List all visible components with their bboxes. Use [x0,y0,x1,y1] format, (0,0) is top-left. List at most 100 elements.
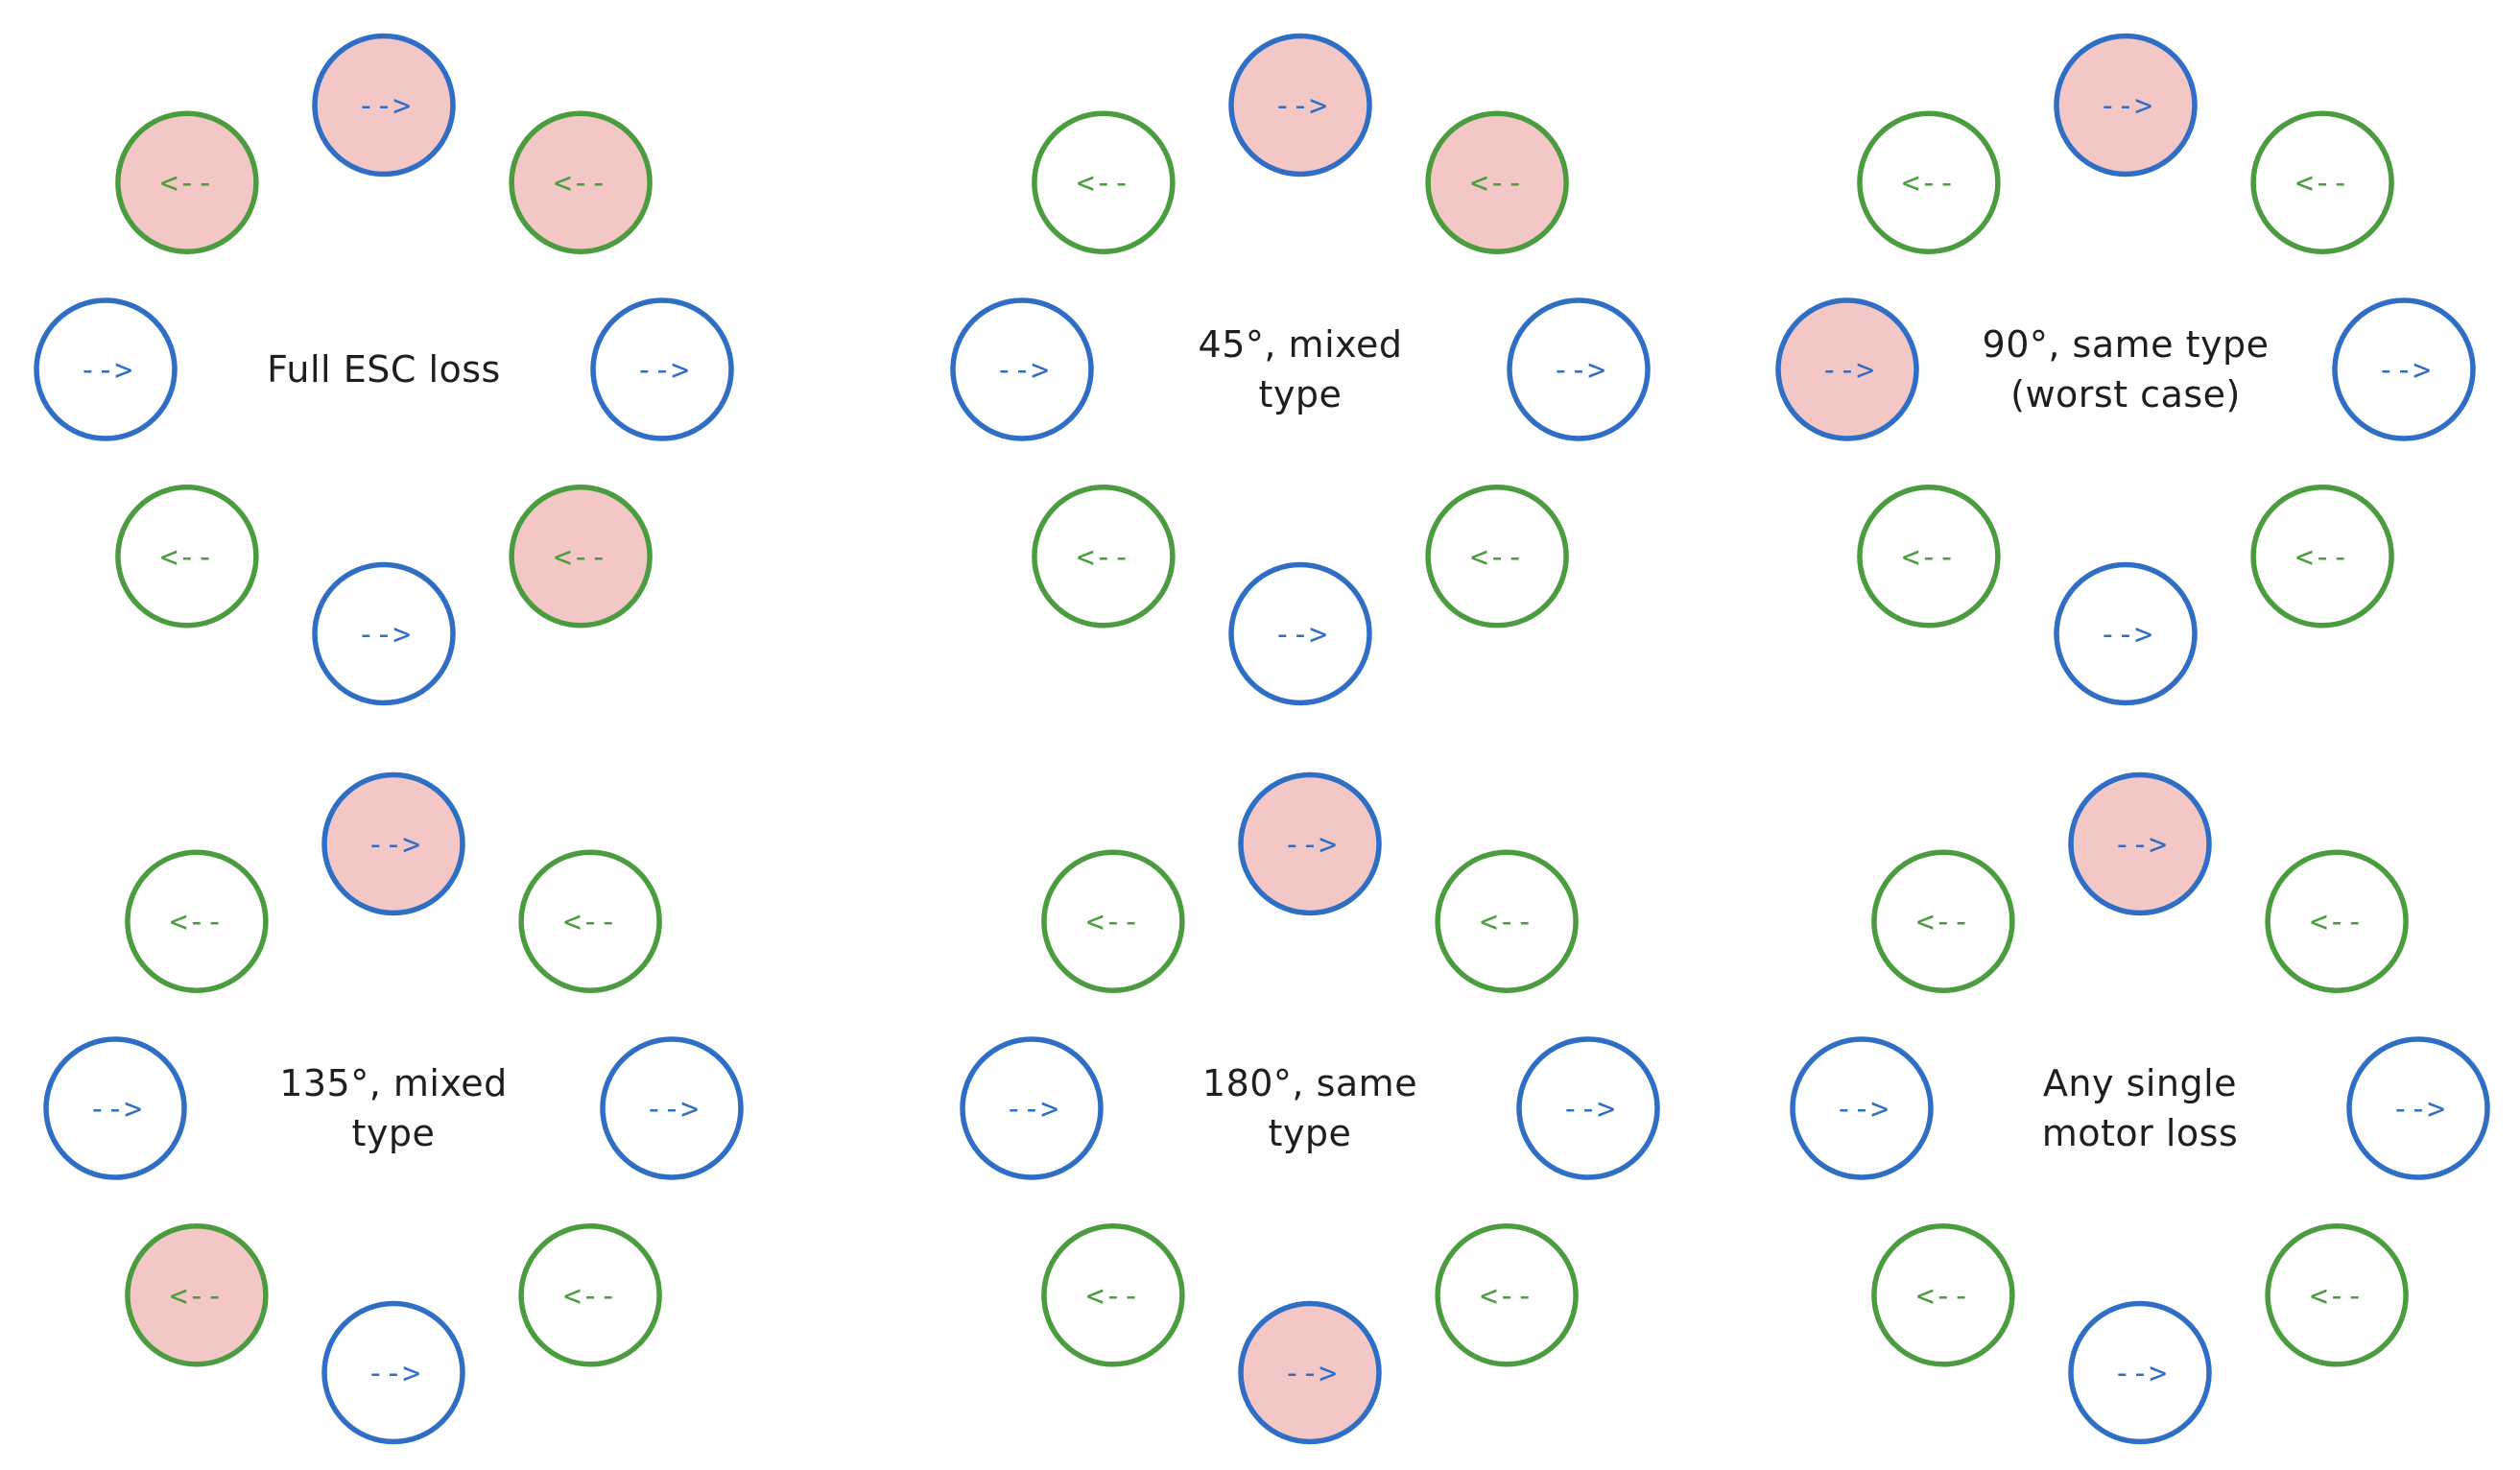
motor-ring [1032,110,1176,254]
motor-ring [1228,33,1372,178]
motor-8: <-- [1871,849,2015,993]
motor-ring [590,297,734,441]
scenario-caption-line: type [352,1112,436,1154]
motor-3: --> [1516,1036,1660,1180]
motor-8: <-- [1041,849,1185,993]
motor-6-failed: <-- [125,1223,269,1367]
arrow-right-icon: --> [2113,828,2167,863]
arrow-left-icon: <-- [1077,166,1130,201]
motor-3: --> [600,1036,744,1180]
arrow-right-icon: --> [1005,1092,1058,1126]
motor-ring [2265,849,2409,993]
arrow-right-icon: --> [1273,618,1327,652]
motor-5: --> [2054,561,2198,706]
motor-ring [1435,849,1579,993]
motor-5: --> [2068,1300,2212,1445]
scenario-caption-line: Any single [2043,1062,2237,1104]
motor-ring [2054,561,2198,706]
arrow-right-icon: --> [645,1092,699,1126]
motor-8: <-- [1857,110,2001,254]
arrow-right-icon: --> [1283,1357,1337,1391]
arrow-right-icon: --> [2113,1357,2167,1391]
arrow-right-icon: --> [2099,89,2152,124]
motor-7: --> [34,297,178,441]
motor-ring [1775,297,1919,441]
scenario-caption-line: 90°, same type [1983,323,2270,366]
arrow-right-icon: --> [2099,618,2152,652]
motor-3: --> [590,297,734,441]
arrow-right-icon: --> [357,89,411,124]
scenario-panel-1: --><----><----><----><--Full ESC loss [34,33,734,706]
scenario-caption-line: 135°, mixed [279,1062,508,1104]
motor-ring [2250,110,2394,254]
motor-5: --> [1228,561,1372,706]
motor-4: <-- [2265,1223,2409,1367]
scenario-panel-3: --><----><----><----><--90°, same type(w… [1775,33,2476,706]
arrow-left-icon: <-- [1480,1279,1533,1314]
motor-ring [1790,1036,1934,1180]
arrow-left-icon: <-- [563,1279,617,1314]
scenario-caption-line: 180°, same [1202,1062,1417,1104]
arrow-right-icon: --> [995,353,1049,388]
arrow-left-icon: <-- [170,1279,224,1314]
arrow-right-icon: --> [88,1092,142,1126]
arrow-left-icon: <-- [170,905,224,939]
motor-ring [2265,1223,2409,1367]
motor-ring [1516,1036,1660,1180]
motor-ring [321,1300,465,1445]
motor-ring [509,485,653,628]
arrow-left-icon: <-- [2310,905,2364,939]
motor-ring [1425,485,1569,628]
motor-7: --> [960,1036,1104,1180]
motor-ring [34,297,178,441]
motor-7: --> [1790,1036,1934,1180]
motor-4: <-- [2250,485,2394,628]
motor-3: --> [2346,1036,2490,1180]
arrow-left-icon: <-- [1086,905,1140,939]
motor-ring [2068,771,2212,916]
motor-2: <-- [1435,849,1579,993]
motor-ring [518,849,662,993]
arrow-right-icon: --> [79,353,132,388]
motor-6: <-- [115,485,259,628]
arrow-left-icon: <-- [563,905,617,939]
motor-7: --> [43,1036,187,1180]
arrow-left-icon: <-- [1902,540,1956,575]
motor-8-failed: <-- [115,110,259,254]
motor-ring [600,1036,744,1180]
motor-7-failed: --> [1775,297,1919,441]
motor-1-failed: --> [312,33,456,178]
scenario-caption-line: Full ESC loss [267,348,501,391]
arrow-right-icon: --> [1820,353,1874,388]
motor-ring [518,1223,662,1367]
arrow-left-icon: <-- [1470,166,1524,201]
motor-8: <-- [1032,110,1176,254]
motor-ring [1425,110,1569,254]
arrow-left-icon: <-- [1916,905,1970,939]
motor-5: --> [321,1300,465,1445]
motor-ring [115,110,259,254]
arrow-left-icon: <-- [1916,1279,1970,1314]
arrow-left-icon: <-- [1480,905,1533,939]
arrow-right-icon: --> [1561,1092,1615,1126]
arrow-left-icon: <-- [160,166,214,201]
motor-4: <-- [1435,1223,1579,1367]
motor-ring [509,110,653,254]
scenario-caption-line: 45°, mixed [1199,323,1403,366]
motor-5: --> [312,561,456,706]
motor-ring [125,1223,269,1367]
motor-2: <-- [518,849,662,993]
motor-ring [2250,485,2394,628]
scenario-panel-6: --><----><----><----><--Any singlemotor … [1790,771,2490,1445]
motor-ring [2346,1036,2490,1180]
scenario-caption-line: (worst case) [2010,373,2241,415]
motor-4: <-- [1425,485,1569,628]
motor-5-failed: --> [1238,1300,1382,1445]
scenario-caption-line: type [1259,373,1343,415]
motor-ring [115,485,259,628]
arrow-right-icon: --> [1835,1092,1889,1126]
arrow-right-icon: --> [367,828,420,863]
arrow-left-icon: <-- [2310,1279,2364,1314]
motor-3: --> [1507,297,1651,441]
